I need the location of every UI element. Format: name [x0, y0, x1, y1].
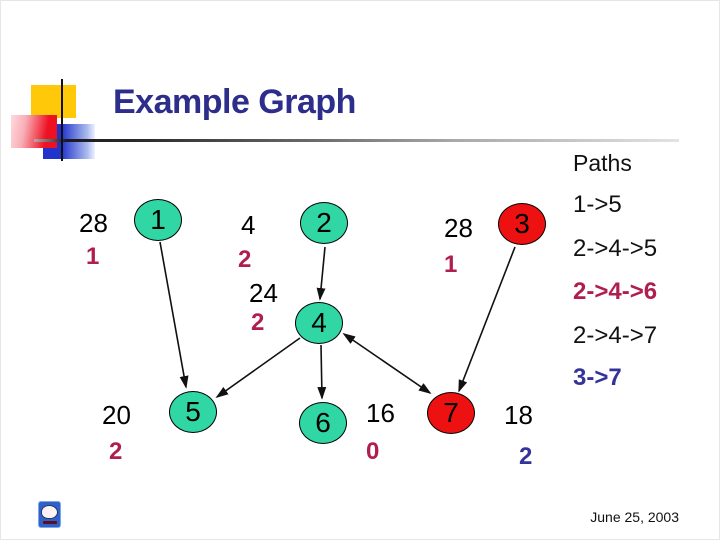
node-annotation: 18	[504, 400, 533, 430]
footer-logo-blob	[42, 506, 57, 518]
path-item: 2->4->5	[573, 235, 658, 262]
node-annotation: 24	[249, 278, 278, 308]
footer-logo	[38, 501, 61, 528]
graph-node-2: 2	[300, 202, 348, 244]
edge-4-to-7	[342, 332, 432, 395]
node-annotation: 20	[102, 400, 131, 430]
slide-title: Example Graph	[113, 83, 356, 121]
edge-1-to-5	[159, 241, 189, 389]
path-item: 2->4->6	[573, 278, 658, 305]
node-annotation: 2	[519, 443, 533, 470]
node-annotation: 1	[444, 251, 458, 278]
decoration-pink-square	[11, 115, 57, 148]
path-item: 2->4->7	[573, 322, 658, 349]
node-annotation: 1	[86, 243, 100, 270]
edge-3-to-7	[458, 246, 516, 393]
node-annotation: 28	[444, 213, 473, 243]
path-item: 1->5	[573, 191, 622, 218]
graph-node-1: 1	[134, 199, 182, 241]
graph-node-4: 4	[295, 302, 343, 344]
paths-heading: Paths	[573, 150, 632, 176]
graph-node-3: 3	[498, 203, 546, 245]
node-annotation: 2	[251, 309, 265, 336]
edge-4-to-5	[215, 337, 301, 399]
node-annotation: 2	[109, 438, 123, 465]
node-annotation: 0	[366, 438, 380, 465]
decoration-vertical-line	[61, 79, 63, 161]
node-annotation: 16	[366, 398, 395, 428]
graph-node-7: 7	[427, 392, 475, 434]
graph-node-5: 5	[169, 391, 217, 433]
slide-date: June 25, 2003	[590, 509, 679, 525]
node-annotation: 4	[241, 210, 256, 240]
footer-logo-mark	[43, 521, 57, 524]
node-annotation: 28	[79, 208, 108, 238]
edge-4-to-6	[317, 344, 327, 400]
decoration-yellow-square	[31, 85, 76, 118]
edge-2-to-4	[316, 246, 326, 301]
node-annotation: 2	[238, 246, 252, 273]
path-item: 3->7	[573, 364, 622, 391]
title-rule	[34, 139, 679, 142]
graph-node-6: 6	[299, 402, 347, 444]
